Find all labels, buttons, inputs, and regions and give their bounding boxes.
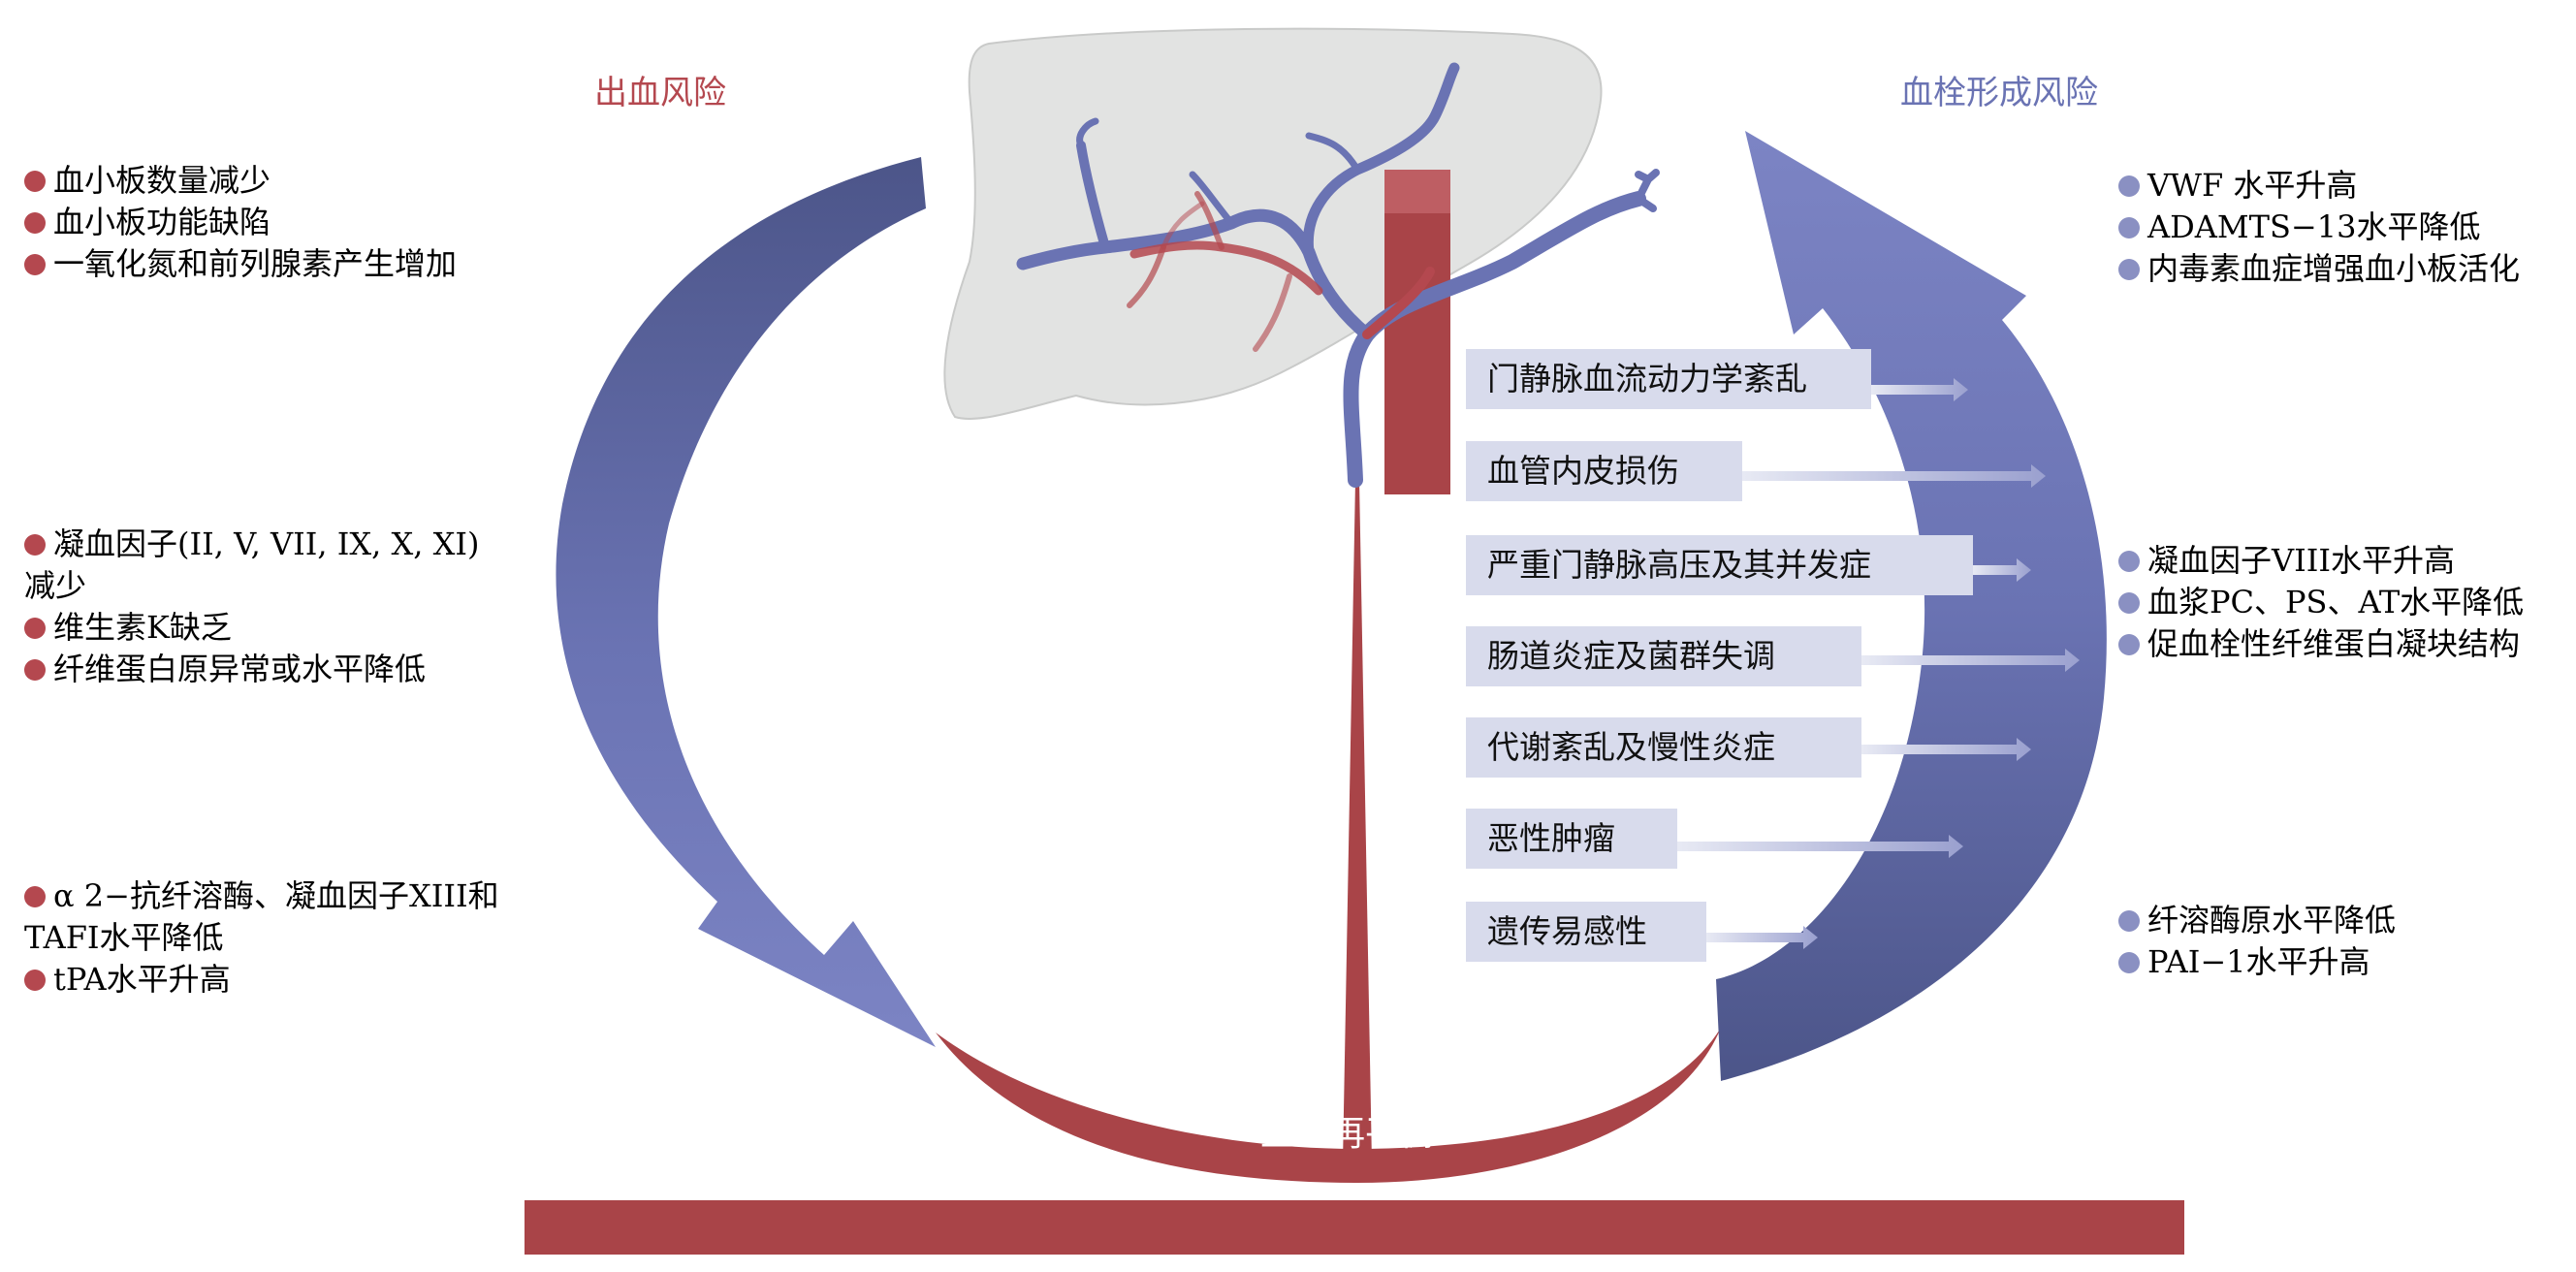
bleeding-list-1: 血小板数量减少 血小板功能缺陷 一氧化氮和前列腺素产生增加 [24,160,457,285]
hemostatic-rebalance-label: 止血再平衡 [1259,1114,1435,1154]
list-item: tPA水平升高 [24,959,499,1001]
left-arrow [556,157,936,1047]
factor-arrow-7 [1706,926,1818,949]
bullet-dot [2118,551,2140,572]
list-item: 凝血因子VIII水平升高 [2118,540,2524,582]
factor-box-6: 恶性肿瘤 [1466,809,1677,869]
factor-box-2: 血管内皮损伤 [1466,441,1742,501]
factor-box-1: 门静脉血流动力学紊乱 [1466,349,1871,409]
list-item: 血浆PC、PS、AT水平降低 [2118,582,2524,623]
bullet-dot [24,212,46,234]
thrombosis-risk-title: 血栓形成风险 [1900,74,2098,112]
bullet-dot [2118,592,2140,614]
list-item: 纤溶酶原水平降低 [2118,900,2396,941]
list-item: 促血栓性纤维蛋白凝块结构 [2118,623,2524,665]
thrombosis-list-2: 凝血因子VIII水平升高 血浆PC、PS、AT水平降低 促血栓性纤维蛋白凝块结构 [2118,540,2524,665]
factor-box-5: 代谢紊乱及慢性炎症 [1466,717,1861,778]
bullet-dot [2118,910,2140,932]
list-item: 内毒素血症增强血小板活化 [2118,248,2520,290]
bullet-dot [24,618,46,639]
hepatic-vein [1384,170,1450,494]
list-item: PAI−1水平升高 [2118,941,2396,983]
balance-arc [936,1028,1721,1183]
thrombosis-list-1: VWF 水平升高 ADAMTS−13水平降低 内毒素血症增强血小板活化 [2118,165,2520,290]
bullet-dot [2118,217,2140,238]
list-item-continuation: 减少 [24,567,87,604]
list-item: 纤维蛋白原异常或水平降低 [24,649,480,690]
list-item: 维生素K缺乏 [24,607,480,649]
factor-arrows [1677,378,2080,949]
bullet-dot [24,254,46,275]
thrombosis-list-3: 纤溶酶原水平降低 PAI−1水平升高 [2118,900,2396,983]
factor-arrow-6 [1677,835,1963,858]
factor-arrow-4 [1861,649,2080,672]
bullet-dot [2118,259,2140,280]
bullet-dot [24,534,46,556]
list-item: VWF 水平升高 [2118,165,2520,207]
portal-vein [1016,62,1660,488]
bullet-dot [2118,634,2140,655]
factor-arrow-3 [1973,558,2031,582]
list-item: 血小板功能缺陷 [24,202,457,243]
hepatic-artery [1127,191,1435,352]
factor-box-7: 遗传易感性 [1466,902,1706,962]
factor-arrow-2 [1740,464,2046,488]
list-item: 一氧化氮和前列腺素产生增加 [24,243,457,285]
bullet-dot [2118,175,2140,197]
bullet-dot [24,171,46,192]
list-item: α 2−抗纤溶酶、凝血因子XIII和 [24,875,499,917]
hepatic-vein-top [1384,170,1450,213]
bleeding-list-2: 凝血因子(II, V, VII, IX, X, XI) 减少 维生素K缺乏 纤维… [24,524,480,690]
center-stem [1343,480,1372,1163]
factor-arrow-5 [1861,738,2031,761]
right-arrow [1716,131,2107,1081]
bleeding-list-3: α 2−抗纤溶酶、凝血因子XIII和 TAFI水平降低 tPA水平升高 [24,875,499,1001]
bullet-dot [24,886,46,907]
bleeding-risk-title: 出血风险 [594,74,726,112]
list-item-continuation: TAFI水平降低 [24,919,224,956]
list-item: 血小板数量减少 [24,160,457,202]
liver-shape [943,27,1603,420]
factor-box-4: 肠道炎症及菌群失调 [1466,626,1861,686]
factor-box-3: 严重门静脉高压及其并发症 [1466,535,1973,595]
bullet-dot [24,659,46,681]
base-bar [525,1200,2184,1255]
bullet-dot [2118,952,2140,973]
factor-arrow-1 [1871,378,1968,401]
list-item: 凝血因子(II, V, VII, IX, X, XI) [24,524,480,565]
bullet-dot [24,970,46,991]
list-item: ADAMTS−13水平降低 [2118,207,2520,248]
